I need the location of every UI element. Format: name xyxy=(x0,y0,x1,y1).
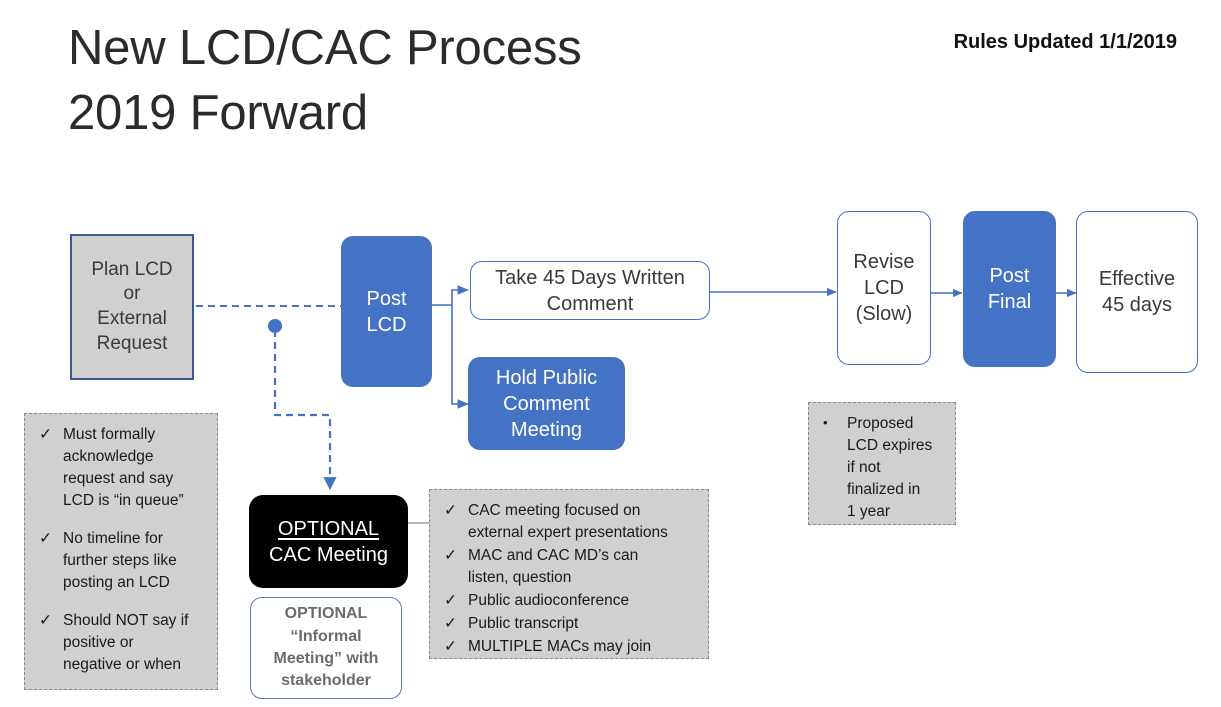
node-post-lcd-label: Post LCD xyxy=(366,287,407,336)
node-post-lcd[interactable]: Post LCD xyxy=(341,236,432,387)
list-item-text: MAC and CAC MD’s can listen, question xyxy=(468,547,639,586)
node-take-45-days[interactable]: Take 45 Days Written Comment xyxy=(470,261,710,320)
node-optional-cac-meeting-subtitle: CAC Meeting xyxy=(269,543,388,566)
node-optional-informal-meeting[interactable]: OPTIONAL “Informal Meeting” with stakeho… xyxy=(250,597,402,699)
note-cac-meeting-details: ✓ CAC meeting focused on external expert… xyxy=(429,489,709,659)
note-proposed-lcd-expiry: • Proposed LCD expires if not finalized … xyxy=(808,402,956,525)
list-item: ✓ Public audioconference xyxy=(440,590,700,612)
list-item-text: Must formally acknowledge request and sa… xyxy=(63,426,184,509)
list-item-text: Public audioconference xyxy=(468,592,630,609)
node-revise-lcd-label: Revise LCD (Slow) xyxy=(853,251,915,325)
check-icon: ✓ xyxy=(444,547,457,564)
list-item: ✓ Must formally acknowledge request and … xyxy=(35,424,209,512)
rules-updated-label: Rules Updated 1/1/2019 xyxy=(953,31,1177,53)
check-icon: ✓ xyxy=(39,530,52,547)
note-acknowledge-list: ✓ Must formally acknowledge request and … xyxy=(35,424,209,676)
node-plan-lcd[interactable]: Plan LCD or External Request xyxy=(70,234,194,380)
list-item-text: No timeline for further steps like posti… xyxy=(63,530,177,591)
node-take-45-days-label: Take 45 Days Written Comment xyxy=(495,266,685,315)
node-optional-cac-meeting[interactable]: OPTIONAL CAC Meeting xyxy=(249,495,408,588)
bullet-icon: • xyxy=(823,415,828,430)
list-item-text: Public transcript xyxy=(468,615,579,632)
node-optional-cac-meeting-title: OPTIONAL xyxy=(277,517,380,540)
check-icon: ✓ xyxy=(444,638,457,655)
node-plan-lcd-label: Plan LCD or External Request xyxy=(91,258,173,354)
branch-node-dot xyxy=(268,319,282,333)
node-hold-public-comment-meeting-label: Hold Public Comment Meeting xyxy=(495,366,598,441)
node-revise-lcd[interactable]: Revise LCD (Slow) xyxy=(837,211,931,365)
node-optional-informal-meeting-label: OPTIONAL “Informal Meeting” with stakeho… xyxy=(273,605,379,690)
page-title: New LCD/CAC Process 2019 Forward xyxy=(68,21,582,140)
list-item-text: CAC meeting focused on external expert p… xyxy=(468,502,668,541)
list-item: ✓ MULTIPLE MACs may join xyxy=(440,636,700,658)
node-effective-45-days[interactable]: Effective 45 days xyxy=(1076,211,1198,373)
check-icon: ✓ xyxy=(444,502,457,519)
list-item: • Proposed LCD expires if not finalized … xyxy=(819,413,947,523)
list-item: ✓ MAC and CAC MD’s can listen, question xyxy=(440,545,700,589)
list-item: ✓ Public transcript xyxy=(440,613,700,635)
check-icon: ✓ xyxy=(39,612,52,629)
list-item: ✓ CAC meeting focused on external expert… xyxy=(440,500,700,544)
note-cac-details-list: ✓ CAC meeting focused on external expert… xyxy=(440,500,700,658)
node-hold-public-comment-meeting[interactable]: Hold Public Comment Meeting xyxy=(468,357,625,450)
note-acknowledge-request: ✓ Must formally acknowledge request and … xyxy=(24,413,218,690)
node-post-final[interactable]: Post Final xyxy=(963,211,1056,367)
list-item: ✓ No timeline for further steps like pos… xyxy=(35,528,209,594)
list-item-text: Proposed LCD expires if not finalized in… xyxy=(847,415,933,520)
check-icon: ✓ xyxy=(39,426,52,443)
note-expiry-list: • Proposed LCD expires if not finalized … xyxy=(819,413,947,523)
node-effective-45-days-label: Effective 45 days xyxy=(1098,268,1176,316)
check-icon: ✓ xyxy=(444,615,457,632)
list-item-text: MULTIPLE MACs may join xyxy=(468,638,652,655)
check-icon: ✓ xyxy=(444,592,457,609)
node-post-final-label: Post Final xyxy=(987,265,1032,313)
list-item: ✓ Should NOT say if positive or negative… xyxy=(35,610,209,676)
list-item-text: Should NOT say if positive or negative o… xyxy=(63,612,189,673)
